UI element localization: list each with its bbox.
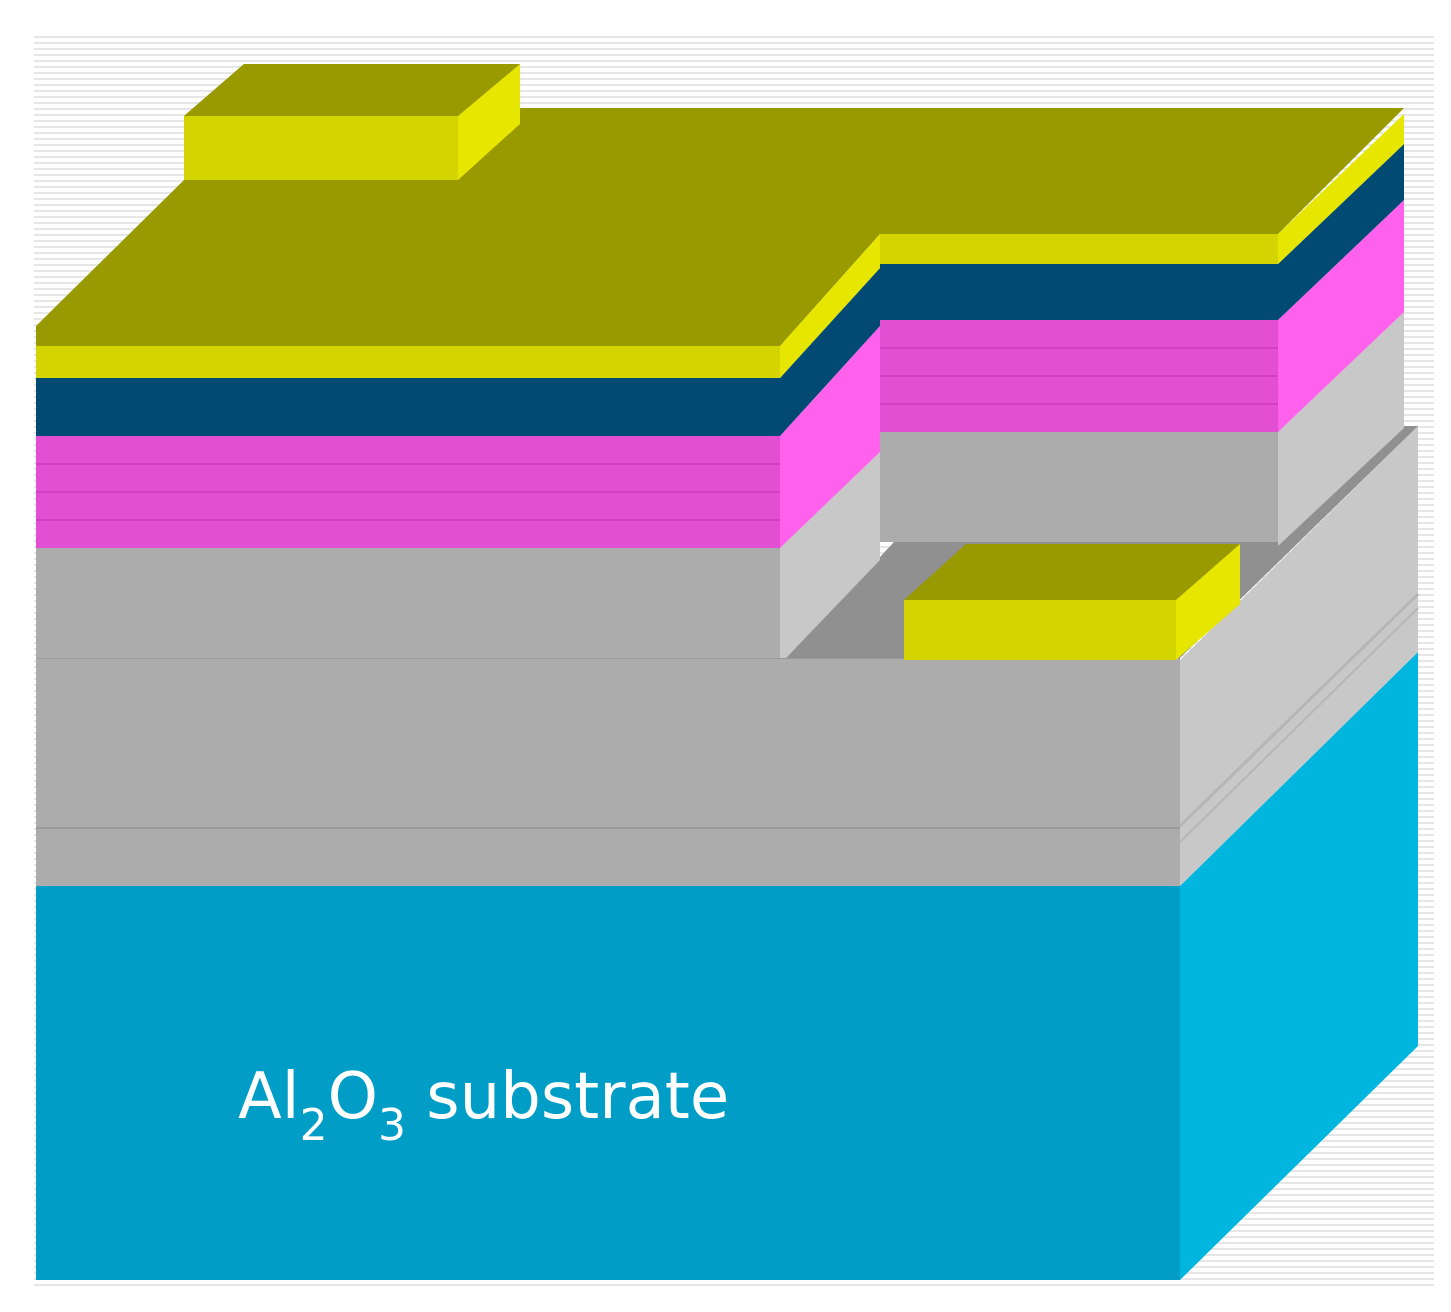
mesa1-yellow-side [780,234,880,378]
mesa1-gray-side [780,452,880,658]
substrate-label-suffix: substrate [406,1060,729,1134]
mesa1-gray-front [36,548,780,658]
mesa1-pink-side [780,326,880,548]
substrate-label-element: Al [238,1060,300,1134]
mesa2-yellow-side [1278,114,1404,264]
top-contact-top [184,64,520,116]
mesa2-gray-side [1278,312,1404,546]
mesa1-yellow-front [36,346,780,378]
mesa2-pink-side [1278,200,1404,432]
substrate-label: Al2O3 substrate [238,1060,729,1151]
buffer-front [36,658,1180,886]
substrate-label-subscript-2: 3 [378,1100,406,1151]
top-contact-side [458,64,520,180]
bottom-contact-top [904,544,1240,600]
mesa2-navy-front [880,264,1278,320]
bottom-contact-front [904,600,1176,660]
mesa2-navy-side [1278,144,1404,320]
mesa1-navy-front [36,378,780,436]
top-contact-front [184,116,458,180]
buffer-side-seam-1 [1178,592,1420,828]
substrate-front [36,886,1180,1280]
substrate-side [1180,652,1418,1280]
mesa1-navy-side [780,268,880,436]
mesa2-gray-front [880,432,1278,542]
buffer-side-seam-2 [1179,607,1419,843]
bottom-contact-side [1176,544,1240,660]
substrate-label-subscript-1: 2 [300,1100,328,1151]
mesa2-yellow-front [880,234,1278,264]
substrate-label-element-2: O [328,1060,378,1134]
buffer-side [1180,426,1418,886]
